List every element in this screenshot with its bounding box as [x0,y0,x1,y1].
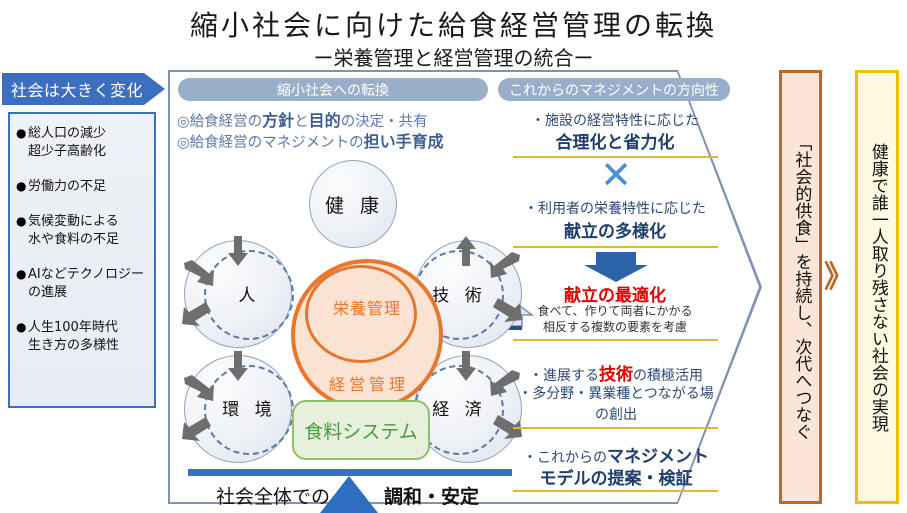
rc-b4-b: 技術 [599,365,633,385]
divider-4 [513,427,718,429]
circle-person-dashring [204,250,294,340]
lead-1e: の決定・共有 [340,114,428,130]
bullet-dot-icon: ● [16,266,27,281]
bullet-dot-icon: ● [16,213,27,228]
list-item: ● AIなどテクノロジー の進展 [16,266,148,302]
arrow-diag-environment-a-icon [184,375,214,401]
label-nutrition-management: 栄養管理 [332,299,401,318]
rc-block3-line2: 相反する複数の要素を考慮 [542,320,687,334]
lead-2b: 担い手育成 [363,132,444,151]
lead-1a: ◎給食経営の [177,114,263,130]
lead-2a: ◎給食経営のマネジメントの [177,135,364,151]
bottom-base-bar [188,469,512,476]
arrow-down-person-icon [228,236,248,266]
rc-block3-title: 献立の最適化 [564,286,666,306]
rc-block2-line2: 献立の多様化 [564,222,666,242]
list-item-label: 人生100年時代 生き方の多様性 [28,319,120,353]
rc-block1-line1: ・施設の経営特性に応じた [531,113,699,129]
lead-line-2: ◎給食経営のマネジメントの担い手育成 [177,128,444,152]
rc-block2-line1: ・利用者の栄養特性に応じた [524,201,706,217]
social-change-list: ● 総人口の減少 超少子高齢化 ● 労働力の不足 ● 気候変動による 水や食料の… [8,112,156,408]
list-item: ● 総人口の減少 超少子高齢化 [16,125,148,161]
arrow-down-economy-icon [456,351,476,381]
rc-block4-line3: の創出 [595,407,637,423]
rc-block4-line2: ・多分野・異業種とつながる場 [518,386,714,402]
chevron-right-icon: 》 [824,260,854,295]
rc-b4-c: の積極活用 [633,368,703,384]
lead-1c: と [294,114,309,130]
left-banner: 社会は大きく変化 [2,73,165,105]
bottom-text-left: 社会全体での [216,486,331,508]
arrow-diag-technology-b-icon [493,298,522,322]
page-subtitle: ー栄養管理と経営管理の統合ー [313,46,594,70]
lead-line-1: ◎給食経営の方針と目的の決定・共有 [177,107,428,131]
circle-health-label: 健 康 [324,195,385,217]
cross-multiply-icon: ✕ [600,153,632,197]
circle-technology-label: 技 術 [432,286,487,306]
bottom-text-right: 調和・安定 [384,486,480,508]
circle-environment-label: 環 境 [222,400,277,420]
fulcrum-triangle-icon [320,476,378,513]
divider-2 [513,246,718,248]
list-item: ● 気候変動による 水や食料の不足 [16,213,148,249]
rc-block1-line2: 合理化と省力化 [555,133,675,153]
label-business-management: 経営管理 [328,375,409,394]
divider-1 [513,156,718,158]
arrow-down-environment-icon [228,351,248,381]
box-food-system: 食料システム [292,400,430,460]
rc-block3-line1: 食べて、作りて両者にかかる [537,304,693,318]
arrow-up-technology-icon [456,236,476,266]
circle-nutrition-inner [305,265,417,363]
list-item-label: 労働力の不足 [28,178,107,194]
list-item-label: 総人口の減少 超少子高齢化 [28,126,107,159]
arrow-diag-economy-a-icon [490,370,520,396]
arrow-diag-person-b-icon [182,302,211,326]
rc-block4-line1: ・進展する技術の積極活用 [496,360,736,385]
circle-person-label: 人 [238,286,261,306]
arrow-diag-technology-a-icon [490,252,520,278]
rc-b5-a: ・これからの [523,450,607,466]
bullet-dot-icon: ● [16,126,27,140]
vertical-panel-social-meal: 「社会的供食」を持続し、次代へつなぐ [779,70,822,504]
pill-header-direction: これからのマネジメントの方向性 [498,78,730,101]
list-item: ● 労働力の不足 [16,178,148,196]
rc-block5-line1: ・これからのマネジメント [496,442,736,467]
lead-1d: 目的 [308,111,341,130]
arrow-diag-environment-b-icon [182,417,211,441]
lead-1b: 方針 [262,111,295,130]
bullet-dot-icon: ● [16,319,27,334]
circle-economy-label: 経 済 [432,400,487,420]
vertical-panel-goal: 健康で誰一人取り残さない社会の実現 [855,70,899,504]
main-panel: 縮小社会への転換 これからのマネジメントの方向性 ◎給食経営の方針と目的の決定・… [168,70,762,513]
arrow-diag-economy-b-icon [493,415,522,439]
list-item-label: 気候変動による 水や食料の不足 [28,213,120,247]
divider-3 [513,339,718,341]
list-item-label: AIなどテクノロジー の進展 [28,266,144,300]
pill-header-transition: 縮小社会への転換 [178,78,488,101]
rc-block5-line2: モデルの提案・検証 [539,469,693,489]
bullet-dot-icon: ● [16,178,27,193]
arrow-diag-person-a-icon [184,260,214,286]
page-title: 縮小社会に向けた給食経営管理の転換 [189,9,717,42]
rc-b5-b: マネジメント [607,447,709,467]
circle-health [309,160,397,248]
rc-b4-a: ・進展する [529,368,599,384]
divider-5 [513,490,718,492]
list-item: ● 人生100年時代 生き方の多様性 [16,319,148,355]
down-arrow-icon [584,252,648,282]
